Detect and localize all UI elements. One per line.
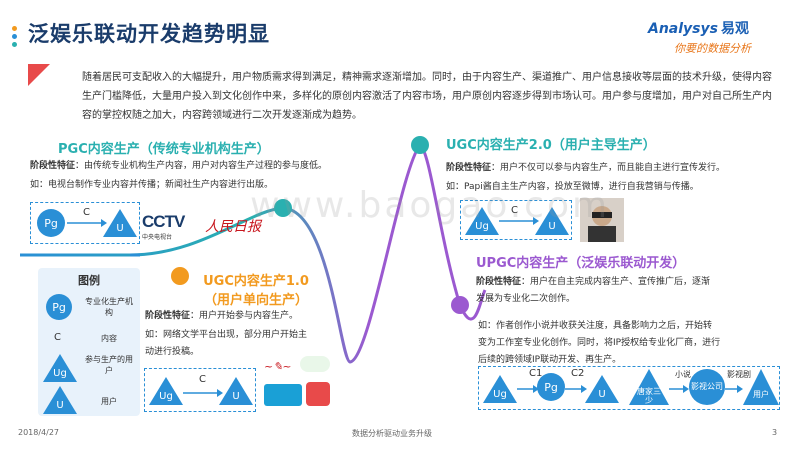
upgc-producer-icon: Pg [537,373,565,401]
ugc1-user-icon [219,377,253,405]
ugc1-title: UGC内容生产1.0 （用户单向生产） [203,274,309,308]
ugc2-diagram: Ug C U [460,200,572,240]
arrow-icon [67,219,107,227]
pgc-producer-icon: Pg [37,209,65,237]
footer-center: 数据分析驱动业务升级 [352,429,432,438]
pgc-example: 如：电视台制作专业内容并传播；新闻社生产内容进行出版。 [30,180,274,190]
page-number: 3 [772,428,778,437]
legend-participant-icon [43,354,77,382]
ugc2-user-icon [535,207,569,235]
legend-user-icon [43,386,77,414]
arrow-icon [183,389,223,397]
legend-user-symbol: U [56,400,64,411]
arrow-icon [565,385,587,393]
ugc2-content-label: C [511,205,518,216]
pgc-node [274,199,292,217]
legend-content-label: 内容 [101,334,117,343]
upgc-participant-icon [483,375,517,403]
ugc1-node [171,267,189,285]
app3-logo-icon [306,382,330,406]
ugc2-title: UGC内容生产2.0（用户主导生产） [446,138,656,153]
intro-corner-icon [28,64,50,86]
novel-label: 小说 [675,370,691,379]
arrow-icon [669,385,689,393]
arrow-icon [517,385,539,393]
pgc-feature: 阶段性特征：由传统专业机构生产内容，用户对内容生产过程的参与度低。 [30,161,328,171]
intro-paragraph: 随着居民可支配收入的大幅提升，用户物质需求得到满足，精神需求逐渐增加。同时，由于… [62,68,778,125]
footer-date: 2018/4/27 [18,428,60,437]
logo-cn: 易观 [720,21,749,37]
ugc1-feature: 阶段性特征：用户开始参与内容生产。 [145,311,299,321]
legend-panel: 图例 Pg 专业化生产机构 C 内容 Ug 参与生产的用户 U 用户 [38,268,140,416]
author-icon [629,369,669,405]
author-label: 唐家三少 [637,387,661,405]
svg-text:~✎~: ~✎~ [264,360,292,373]
intro-text: 随着居民可支配收入的大幅提升，用户物质需求得到满足，精神需求逐渐增加。同时，由于… [82,72,772,121]
ugc2-example: 如：Papi酱自主生产内容，投放至微博，进行自我营销与传播。 [446,182,699,192]
upgc-diagram: Ug C1 Pg C2 U 唐家三少 小说 影视公司 影视剧 用户 [478,366,780,410]
ugc1-user-label: U [232,391,240,402]
ugc2-user-label: U [548,221,556,232]
ugc1-example: 如：网络文学平台出现，部分用户开始主 动进行投稿。 [145,330,308,357]
end-user-label: 用户 [753,390,769,399]
logo-brand: Analysys [648,21,718,37]
pgc-content-label: C [83,207,90,218]
logo-tagline: 你要的数据分析 [674,42,751,55]
app-logo-icon [300,356,330,372]
pgc-title: PGC内容生产（传统专业机构生产） [58,142,270,157]
watermark: www.baogao.com [250,185,611,226]
legend-user-label: 用户 [101,397,117,406]
legend-title: 图例 [78,274,100,287]
ugc1-participant-label: Ug [159,391,173,402]
upgc-feature: 阶段性特征：用户在自主完成内容生产、宣传推广后，逐渐 发展为专业化二次创作。 [476,277,711,304]
ugc2-node [411,136,429,154]
ugc2-participant-icon [465,207,499,235]
upgc-node [451,296,469,314]
page-title: 泛娱乐联动开发趋势明显 [28,22,270,46]
legend-participant-label: 参与生产的用户 [85,355,133,375]
qidian-logo-icon: ~✎~ [262,350,298,380]
legend-participant-symbol: Ug [53,368,67,379]
upgc-title: UPGC内容生产（泛娱乐联动开发） [476,256,686,271]
ugc1-diagram: Ug C U [144,368,256,412]
ugc2-feature: 阶段性特征：用户不仅可以参与内容生产，而且能自主进行宣传发行。 [446,163,726,173]
legend-producer-label: 专业化生产机构 [85,297,133,317]
rmrb-logo: 人民日报 [205,219,261,235]
ugc1-participant-icon [149,377,183,405]
upgc-c2-label: C2 [571,368,585,379]
ugc2-participant-label: Ug [475,221,489,232]
pgc-user-label: U [116,223,124,234]
drama-label: 影视剧 [727,370,751,379]
upgc-participant-label: Ug [493,389,507,400]
ugc1-content-label: C [199,374,206,385]
papi-photo-icon [580,198,624,242]
upgc-c1-label: C1 [529,368,543,379]
legend-producer-icon: Pg [46,294,72,320]
upgc-user-label: U [598,389,606,400]
legend-content-symbol: C [54,332,61,343]
pgc-diagram: Pg C U [30,202,140,244]
cctv-logo: CCTV 中央电视台 [142,212,185,241]
app2-logo-icon [264,384,302,406]
upgc-example: 如：作者创作小说并收获关注度，具备影响力之后，开始转 变为工作室专业化创作。同时… [478,321,721,365]
upgc-user-icon [585,375,619,403]
film-company-icon: 影视公司 [689,369,725,405]
arrow-icon [725,385,743,393]
end-user-icon [743,369,779,405]
pgc-user-icon [103,209,137,237]
